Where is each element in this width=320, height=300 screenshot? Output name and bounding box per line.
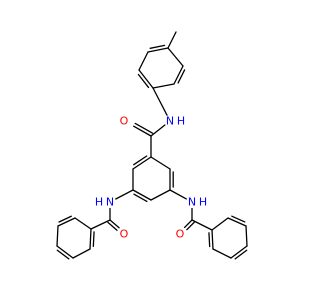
bond-r5-r6 xyxy=(212,248,232,259)
bond-c3-N3 xyxy=(169,189,187,200)
bond-b6-b1-double xyxy=(92,231,95,248)
bond-c3-c4 xyxy=(150,189,171,201)
bond-t1-t2 xyxy=(167,47,184,67)
bond-b4-b5-double xyxy=(56,249,70,260)
atom-label-n-left: N xyxy=(106,196,114,209)
bond-c4-c5-double xyxy=(133,193,148,203)
atom-label-h-left: H xyxy=(95,196,103,209)
bond-N1-C7 xyxy=(150,124,166,137)
bond-b6-b1 xyxy=(89,228,92,250)
atom-label-o-amide-top: O xyxy=(120,115,129,128)
bond-C7-O7-double xyxy=(134,122,154,134)
bond-b2-b3-double xyxy=(58,215,72,223)
bond-C9-O9-double xyxy=(186,221,195,231)
bond-t2-t3-double xyxy=(177,69,186,84)
bond-t2-t3 xyxy=(173,65,184,85)
bond-c4-c5 xyxy=(132,189,152,201)
bond-c6-c1 xyxy=(132,156,152,170)
bond-r4-r5-double xyxy=(234,249,248,260)
atom-label-n-amide-top: N xyxy=(166,115,174,128)
bond-C8-O8-double xyxy=(107,221,118,231)
atom-label-o-right: O xyxy=(176,228,185,241)
bond-C8-O8 xyxy=(109,219,120,229)
atom-label-o-left: O xyxy=(120,228,129,241)
bond-c5-N2 xyxy=(115,189,134,200)
bond-c6-c1-double xyxy=(133,155,148,166)
bond-t6-t1 xyxy=(147,47,169,53)
bond-C9-r1 xyxy=(191,219,213,231)
bond-r2-r3-double xyxy=(231,215,246,223)
bond-r3-r4 xyxy=(245,225,248,247)
bond-r4-r5 xyxy=(230,245,248,259)
bond-t3-t4 xyxy=(152,83,175,89)
bond-t4-t5-double xyxy=(137,73,150,89)
bond-Me-t1 xyxy=(167,31,177,49)
bond-r6-r1-double xyxy=(208,232,211,248)
atom-label-n-right: N xyxy=(188,196,196,209)
bond-C9-O9 xyxy=(183,219,193,229)
bond-C8-b1 xyxy=(90,219,111,230)
bond-b4-b5 xyxy=(56,245,74,259)
bond-b1-b2 xyxy=(74,217,92,230)
bond-t6-t1-double xyxy=(149,44,166,49)
atom-label-h-amide-top: H xyxy=(177,115,185,128)
bond-b3-b4 xyxy=(56,225,59,247)
bond-b5-b6 xyxy=(72,248,91,259)
bond-t4-t5 xyxy=(138,69,154,89)
bond-layer xyxy=(56,31,248,260)
bond-c1-c2 xyxy=(150,156,171,170)
bond-C7-O7 xyxy=(133,125,152,137)
bond-r2-r3 xyxy=(227,217,247,227)
bond-t5-t6 xyxy=(138,51,149,71)
bond-r1-r2 xyxy=(211,217,229,231)
bond-b2-b3 xyxy=(57,217,76,227)
bond-r6-r1 xyxy=(211,229,214,250)
bond-t4-N1 xyxy=(152,87,168,116)
atom-label-h-right: H xyxy=(199,196,207,209)
